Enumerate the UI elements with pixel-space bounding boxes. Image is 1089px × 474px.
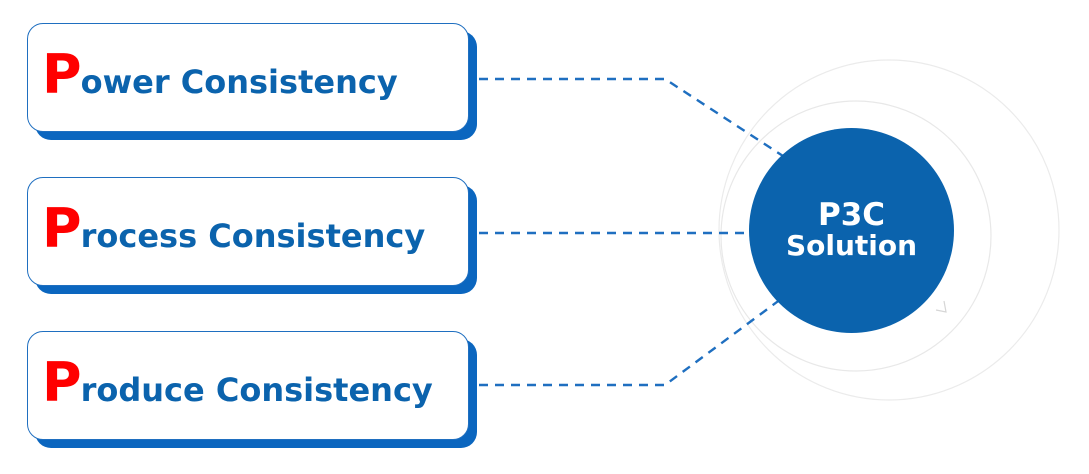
outer-decorative-ring: [718, 59, 1060, 401]
hub-subtitle: Solution: [785, 229, 918, 263]
process-consistency-label: Process Consistency: [42, 202, 425, 256]
hub-title: P3C: [817, 196, 886, 233]
produce-text: roduce Consistency: [80, 371, 433, 409]
power-text: ower Consistency: [80, 63, 398, 101]
power-initial: P: [42, 43, 82, 106]
connector-produce: [479, 298, 782, 387]
produce-initial: P: [42, 351, 82, 414]
ring-arrow-marker: [935, 300, 947, 313]
inner-decorative-ring: [720, 100, 992, 372]
process-text: rocess Consistency: [80, 217, 426, 255]
produce-consistency-label: Produce Consistency: [42, 356, 433, 410]
produce-consistency-card: Produce Consistency: [27, 331, 469, 440]
power-consistency-card: Power Consistency: [27, 23, 469, 132]
p3c-solution-circle: P3C Solution: [749, 128, 954, 333]
process-initial: P: [42, 197, 82, 260]
power-consistency-label: Power Consistency: [42, 48, 398, 102]
process-consistency-card: Process Consistency: [27, 177, 469, 286]
connector-power: [479, 77, 784, 158]
